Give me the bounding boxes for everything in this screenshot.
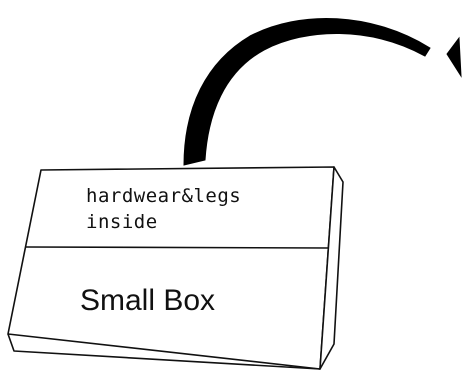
box-divider-line (26, 247, 329, 248)
arrow-shaft (184, 18, 430, 165)
box-top-label-line2: inside (86, 211, 158, 233)
curved-arrow-icon (184, 18, 461, 165)
arrow-head (447, 38, 461, 76)
box-top-label-line1: hardwear&legs (86, 185, 241, 207)
box-main-label: Small Box (80, 284, 215, 317)
